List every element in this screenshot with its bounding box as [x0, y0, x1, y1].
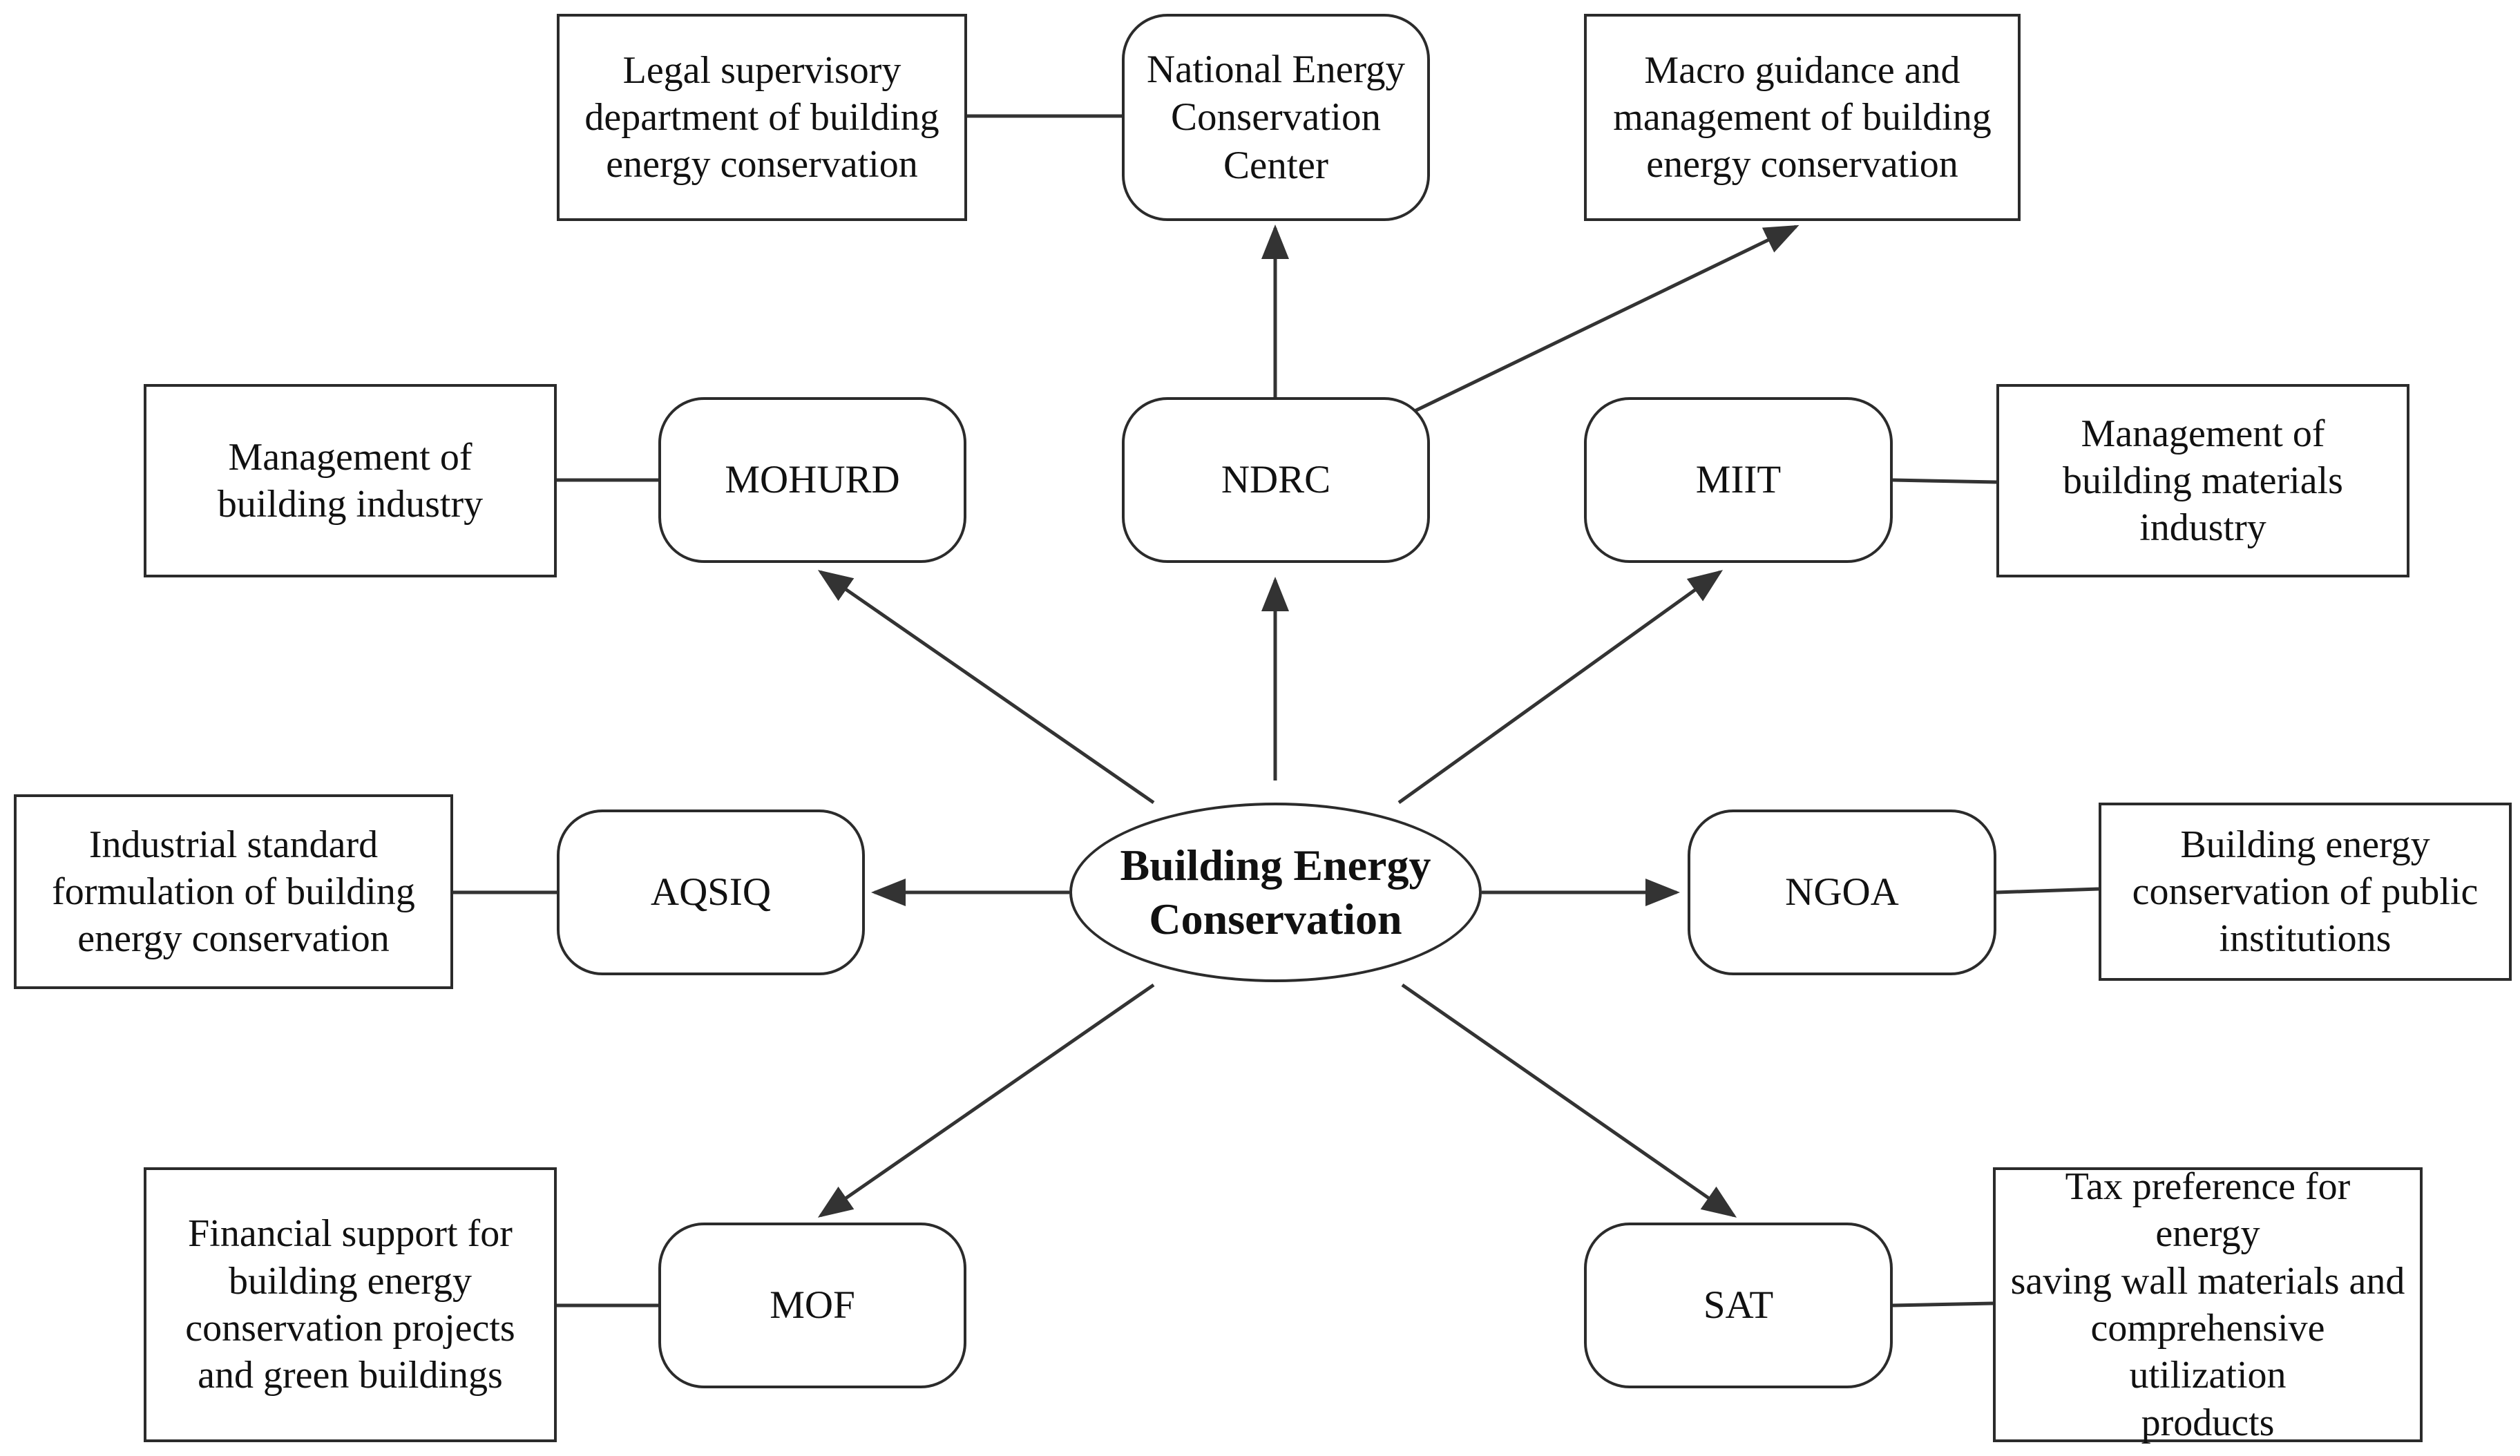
legal-supervisory-text: Legal supervisory department of building… [584, 48, 939, 186]
mof-label: MOF [770, 1283, 855, 1328]
tax-preference-text: Tax preference for energy saving wall ma… [2010, 1165, 2405, 1444]
sat-node: SAT [1584, 1223, 1893, 1388]
public-institutions-text: Building energy conservation of public i… [2132, 823, 2479, 961]
aqsiq-label: AQSIQ [650, 870, 772, 914]
mohurd-label: MOHURD [725, 458, 900, 502]
miit-label: MIIT [1695, 458, 1782, 502]
building-industry-box: Management of building industry [144, 384, 557, 577]
sat-label: SAT [1703, 1283, 1774, 1328]
ndrc-label: NDRC [1221, 458, 1331, 502]
macro-guidance-box: Macro guidance and management of buildin… [1584, 14, 2021, 221]
arrow-ndrc-to-macro [1413, 224, 1800, 413]
aqsiq-node: AQSIQ [557, 810, 865, 975]
tax-preference-box: Tax preference for energy saving wall ma… [1993, 1165, 2423, 1444]
industrial-standard-box: Industrial standard formulation of build… [14, 794, 453, 989]
financial-support-text: Financial support for building energy co… [185, 1212, 515, 1397]
miit-node: MIIT [1584, 397, 1893, 563]
arrow-center-to-miit [1397, 570, 1724, 805]
hub-label: Building Energy Conservation [1120, 840, 1431, 943]
building-industry-text: Management of building industry [217, 435, 484, 526]
arrow-center-to-mohurd [817, 570, 1155, 805]
ndrc-node: NDRC [1122, 397, 1430, 563]
industrial-standard-text: Industrial standard formulation of build… [52, 823, 415, 961]
arrow-center-to-sat [1401, 983, 1737, 1218]
necc-node: National Energy Conservation Center [1122, 14, 1430, 221]
mof-node: MOF [658, 1223, 966, 1388]
connector-sat-tax [1892, 1301, 1994, 1307]
necc-label: National Energy Conservation Center [1146, 47, 1406, 187]
connector-ngoa-public [1996, 887, 2099, 894]
materials-industry-box: Management of building materials industr… [1996, 384, 2409, 577]
arrow-center-to-mof [817, 983, 1155, 1218]
macro-guidance-text: Macro guidance and management of buildin… [1613, 48, 1992, 186]
ngoa-node: NGOA [1688, 810, 1996, 975]
public-institutions-box: Building energy conservation of public i… [2099, 803, 2512, 981]
financial-support-box: Financial support for building energy co… [144, 1167, 557, 1442]
materials-industry-text: Management of building materials industr… [2063, 412, 2343, 550]
connector-miit-materials [1892, 478, 1997, 484]
mohurd-node: MOHURD [658, 397, 966, 563]
ngoa-label: NGOA [1785, 870, 1899, 914]
building-energy-conservation-hub: Building Energy Conservation [1069, 803, 1482, 982]
legal-supervisory-box: Legal supervisory department of building… [557, 14, 967, 221]
